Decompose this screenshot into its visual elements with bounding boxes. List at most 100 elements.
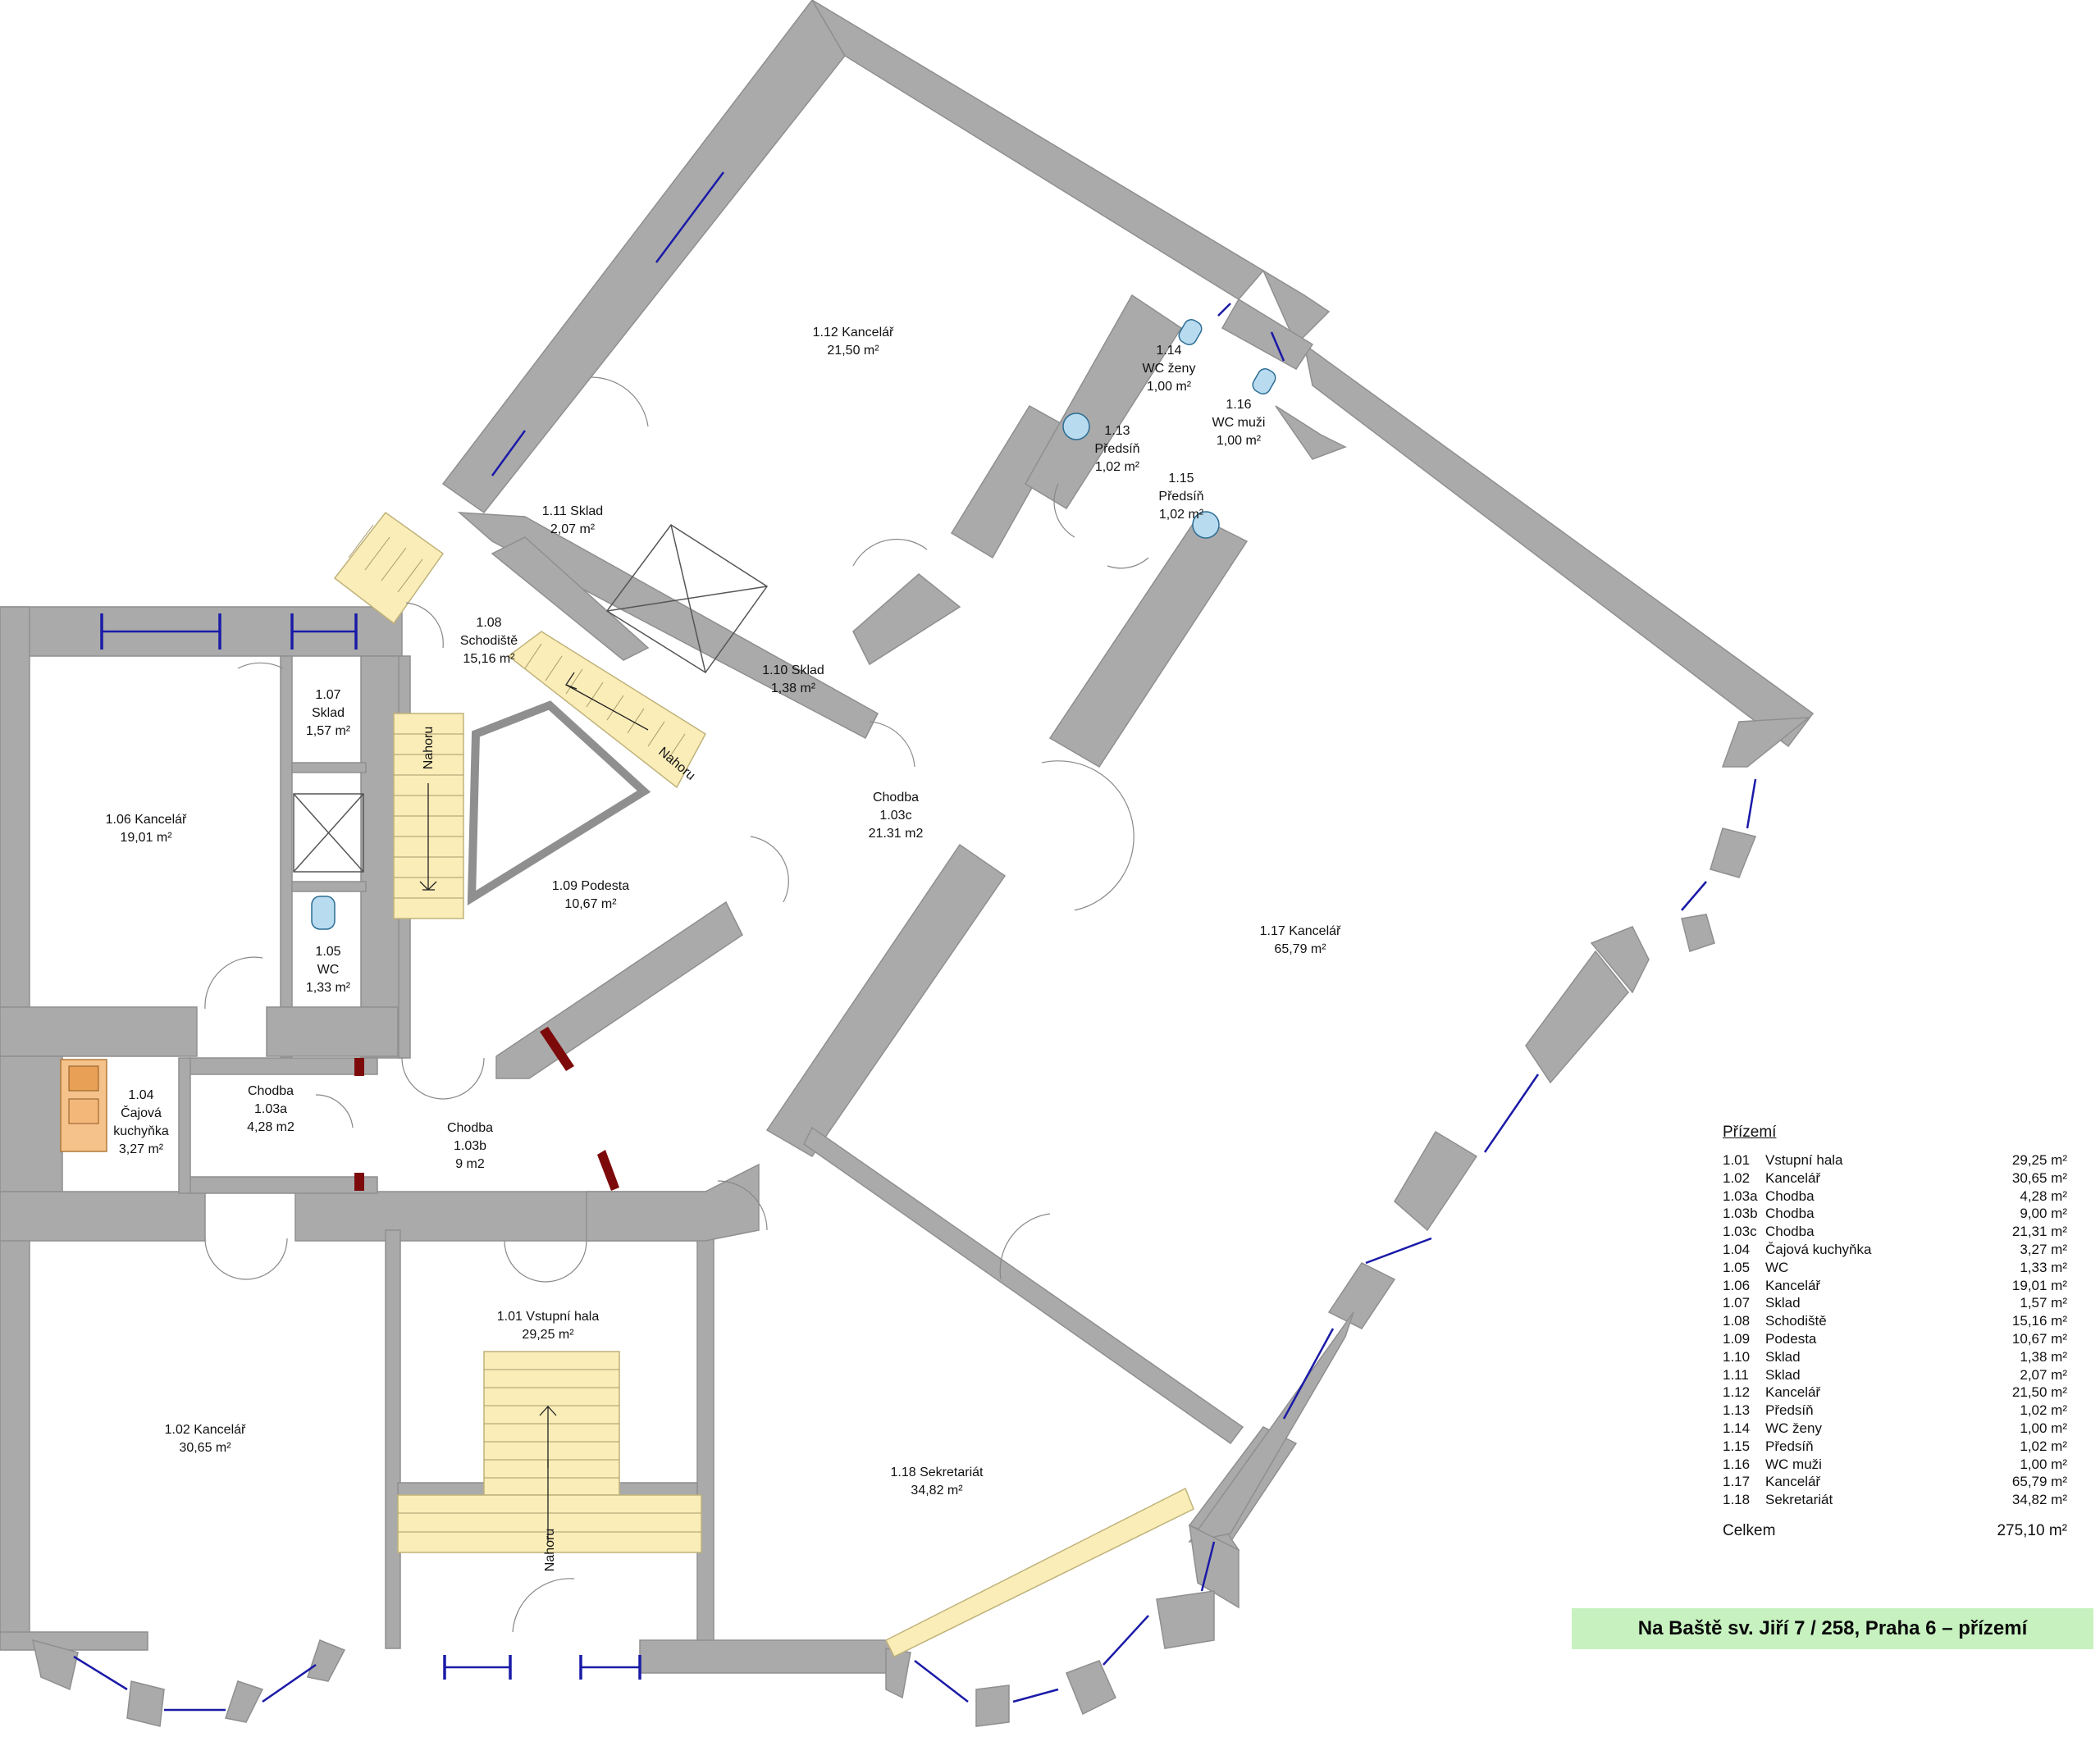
room-code-text: 1.08	[476, 616, 501, 630]
legend-code: 1.03b	[1723, 1206, 1758, 1222]
legend-area: 9,00 m²	[2020, 1206, 2067, 1222]
room-extra-text: 4,28 m2	[247, 1120, 294, 1134]
room-name-text: Chodba	[873, 791, 919, 805]
room-label-1-17: 1.17 Kancelář 65,79 m²	[1260, 924, 1341, 956]
legend-area: 30,65 m²	[2011, 1169, 2067, 1186]
legend-name: Podesta	[1765, 1330, 1817, 1347]
legend-code: 1.02	[1723, 1169, 1751, 1186]
room-area-text: 29,25 m²	[522, 1328, 574, 1342]
legend-area: 4,28 m²	[2020, 1188, 2067, 1204]
room-area-text: 19,01 m²	[120, 831, 172, 845]
legend-name: Kancelář	[1765, 1384, 1821, 1401]
legend-area: 1,02 m²	[2020, 1402, 2067, 1419]
legend-name: Vstupní hala	[1765, 1152, 1843, 1168]
legend-name: Čajová kuchyňka	[1765, 1241, 1872, 1257]
legend-area: 10,67 m²	[2011, 1330, 2067, 1347]
legend-name: Sklad	[1765, 1295, 1801, 1311]
room-name-text: Předsíň	[1094, 442, 1139, 456]
legend-code: 1.14	[1723, 1420, 1751, 1436]
room-extra-text: 21.31 m2	[869, 827, 924, 841]
room-code-text: 1.04	[128, 1088, 153, 1102]
room-code-text: 1.07	[315, 688, 340, 702]
room-area-text: 2,07 m²	[550, 522, 596, 536]
walls	[0, 0, 1815, 1727]
legend-code: 1.06	[1723, 1277, 1751, 1293]
legend-name: Předsíň	[1765, 1438, 1814, 1454]
room-area-text: 1.03b	[454, 1139, 486, 1153]
room-code-text: 1.18 Sekretariát	[891, 1466, 984, 1479]
legend-area: 21,50 m²	[2011, 1384, 2067, 1401]
room-code-text: 1.10 Sklad	[762, 663, 824, 677]
legend-area: 21,31 m²	[2011, 1224, 2067, 1240]
legend-code: 1.10	[1723, 1348, 1751, 1365]
legend-name: WC	[1765, 1259, 1789, 1275]
legend-total: Celkem 275,10 m²	[1723, 1522, 2067, 1540]
room-code-text: 1.15	[1168, 472, 1194, 486]
legend-code: 1.11	[1723, 1366, 1749, 1383]
fixtures	[60, 319, 1276, 1152]
room-label-1-03c: Chodba 1.03c 21.31 m2	[869, 791, 924, 841]
room-code-text: 1.05	[315, 945, 340, 959]
legend-name: WC ženy	[1765, 1420, 1822, 1436]
shafts	[293, 523, 769, 873]
legend-code: 1.08	[1723, 1313, 1751, 1329]
legend-name: Sklad	[1765, 1348, 1801, 1365]
legend-name: Kancelář	[1765, 1169, 1821, 1186]
legend-area: 19,01 m²	[2011, 1277, 2067, 1293]
legend-area: 3,27 m²	[2020, 1241, 2067, 1257]
legend-code: 1.07	[1723, 1295, 1751, 1311]
windows	[73, 171, 1757, 1712]
room-area-text: 15,16 m²	[463, 652, 515, 666]
room-code-text: 1.02 Kancelář	[165, 1423, 246, 1437]
legend-name: Předsíň	[1765, 1402, 1814, 1419]
legend-code: 1.17	[1723, 1474, 1751, 1490]
room-code-text: 1.17 Kancelář	[1260, 924, 1341, 938]
room-area-text: 1.03c	[879, 809, 911, 823]
room-name-text: WC	[317, 963, 340, 977]
room-area-text: 34,82 m²	[911, 1484, 963, 1498]
legend-name: Kancelář	[1765, 1474, 1821, 1490]
legend-area: 1,00 m²	[2020, 1456, 2067, 1472]
legend-name: Sklad	[1765, 1366, 1801, 1383]
legend-row: 1.02 Kancelář 30,65 m²	[1723, 1169, 2067, 1188]
room-code-text: 1.01 Vstupní hala	[497, 1310, 600, 1324]
room-name-text: Chodba	[248, 1084, 294, 1098]
legend-name: Sekretariát	[1765, 1492, 1833, 1508]
room-name-text: Chodba	[447, 1121, 493, 1135]
room-code-text: 1.06 Kancelář	[106, 813, 187, 827]
legend-area: 34,82 m²	[2011, 1492, 2067, 1508]
legend-code: 1.16	[1723, 1456, 1751, 1472]
legend-total-label: Celkem	[1723, 1521, 1776, 1539]
legend-area: 65,79 m²	[2011, 1474, 2067, 1490]
legend-name: Kancelář	[1765, 1277, 1821, 1293]
room-name-text: Předsíň	[1158, 490, 1203, 504]
room-area-text: 65,79 m²	[1274, 942, 1326, 956]
stairs	[333, 511, 1194, 1658]
room-code-text: 1.12 Kancelář	[813, 326, 894, 340]
